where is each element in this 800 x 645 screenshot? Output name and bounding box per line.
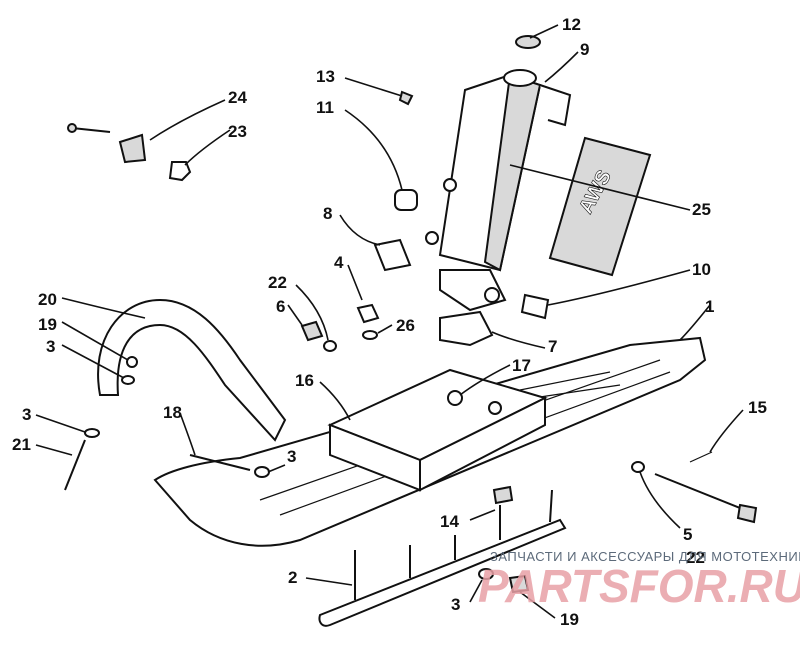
callout-20: 20 xyxy=(38,290,57,309)
callout-3-bottom: 3 xyxy=(451,595,460,614)
callout-24: 24 xyxy=(228,88,247,107)
bushing-part-8 xyxy=(373,238,412,272)
callout-7: 7 xyxy=(548,337,557,356)
watermark-brand: PARTSFOR.RU xyxy=(478,560,800,612)
callout-3-left: 3 xyxy=(46,337,55,356)
callout-18: 18 xyxy=(163,403,182,422)
callout-1: 1 xyxy=(705,297,714,316)
callout-3-mid: 3 xyxy=(287,447,296,466)
callout-26: 26 xyxy=(396,316,415,335)
callout-4: 4 xyxy=(334,253,344,272)
watermark-tagline: ЗАПЧАСТИ И АКСЕССУАРЫ ДЛЯ МОТОТЕХНИКИ xyxy=(490,549,800,564)
cap-part-12 xyxy=(515,35,541,49)
callout-8: 8 xyxy=(323,204,332,223)
callout-3-lower-left: 3 xyxy=(22,405,31,424)
callout-19-left: 19 xyxy=(38,315,57,334)
saddle-bracket-part-16 xyxy=(327,368,548,492)
callout-14: 14 xyxy=(440,512,459,531)
callout-17: 17 xyxy=(512,356,531,375)
callout-5: 5 xyxy=(683,525,692,544)
callout-9: 9 xyxy=(580,40,589,59)
callout-10: 10 xyxy=(692,260,711,279)
block-part-7 xyxy=(439,310,494,347)
callout-12: 12 xyxy=(562,15,581,34)
callout-16: 16 xyxy=(295,371,314,390)
callout-11: 11 xyxy=(316,98,334,117)
spindle-end-part-10 xyxy=(439,269,550,320)
callout-19-bottom: 19 xyxy=(560,610,579,629)
callout-15: 15 xyxy=(748,398,767,417)
callout-22-top: 22 xyxy=(268,273,287,292)
aws-decal-part-25: AWS xyxy=(548,136,652,277)
callout-23: 23 xyxy=(228,122,247,141)
callout-6: 6 xyxy=(276,297,285,316)
ski-loop-part-20 xyxy=(97,298,287,442)
watermark: ЗАПЧАСТИ И АКСЕССУАРЫ ДЛЯ МОТОТЕХНИКИ PA… xyxy=(478,549,800,612)
callout-2: 2 xyxy=(288,568,297,587)
wear-bar-part-2 xyxy=(318,489,567,627)
callout-labels: 24 23 13 11 12 9 25 8 10 4 22 6 26 7 1 2… xyxy=(12,15,767,629)
callout-25: 25 xyxy=(692,200,711,219)
leader-lines xyxy=(35,24,744,619)
callout-21: 21 xyxy=(12,435,31,454)
callout-13: 13 xyxy=(316,67,335,86)
bushing-part-11 xyxy=(394,189,418,211)
spindle-housing-part-9 xyxy=(425,69,572,272)
hardware-small-parts xyxy=(64,90,758,594)
callout-22-bottom: 22 xyxy=(686,548,705,567)
